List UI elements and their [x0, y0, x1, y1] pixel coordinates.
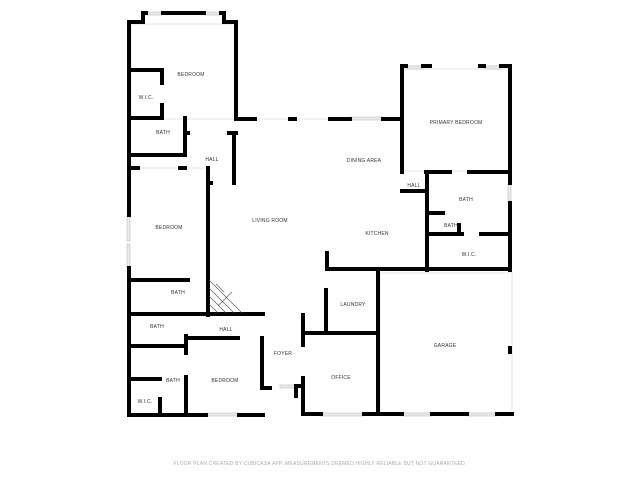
room-label-bath-6: BATH [166, 378, 180, 384]
room-label-office: OFFICE [331, 375, 351, 381]
interior-outlines [130, 23, 513, 414]
room-label-bath-4: BATH [444, 223, 458, 229]
windows [126, 11, 512, 417]
room-label-living-room: LIVING ROOM [252, 218, 288, 224]
room-label-laundry: LAUNDRY [340, 302, 366, 308]
room-label-bath-1: BATH [156, 130, 170, 136]
room-label-bedroom-2: BEDROOM [155, 225, 183, 231]
room-label-wic-2: W.I.C. [461, 252, 477, 258]
walls [127, 11, 514, 417]
room-label-dining-area: DINING AREA [346, 158, 382, 164]
room-label-foyer: FOYER [273, 351, 293, 357]
room-label-primary-bedroom: PRIMARY BEDROOM [429, 120, 483, 126]
staircase [208, 279, 243, 314]
room-label-bath-5: BATH [150, 324, 164, 330]
room-label-bedroom-1: BEDROOM [177, 72, 205, 78]
footer-disclaimer: FLOOR PLAN CREATED BY CUBICASA APP. MEAS… [173, 461, 467, 467]
room-label-hall-1: HALL [205, 157, 219, 163]
room-label-hall-3: HALL [219, 327, 233, 333]
room-label-bedroom-3: BEDROOM [211, 378, 239, 384]
room-label-kitchen: KITCHEN [365, 231, 389, 237]
room-label-wic-1: W.I.C. [138, 95, 154, 101]
room-label-wic-3: W.I.C. [137, 399, 153, 405]
room-label-bath-3: BATH [459, 197, 473, 203]
room-label-bath-2: BATH [171, 290, 185, 296]
room-label-garage: GARAGE [433, 343, 457, 349]
room-label-hall-2: HALL [407, 183, 421, 189]
